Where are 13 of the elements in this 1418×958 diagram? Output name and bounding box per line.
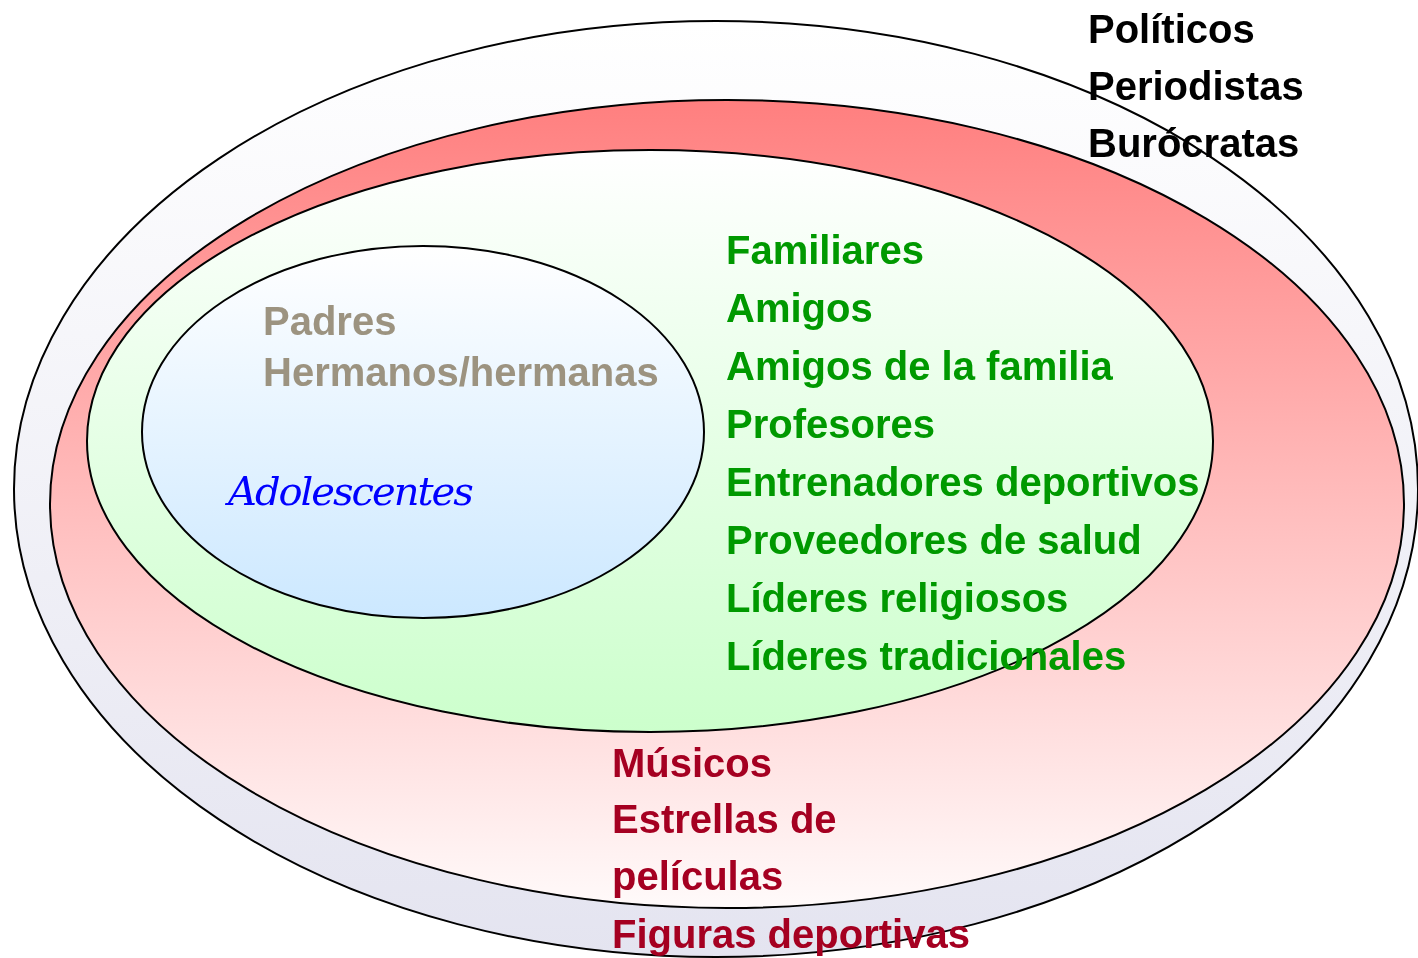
group-label: Periodistas	[1088, 63, 1304, 110]
group-label: Entrenadores deportivos	[726, 459, 1200, 506]
group-label: Estrellas de películas	[612, 796, 838, 900]
group-label: Políticos	[1088, 6, 1255, 53]
group-label: Familiares	[726, 227, 924, 274]
group-label: Músicos	[612, 740, 773, 787]
group-label: Amigos de la familia	[726, 343, 1113, 390]
group-label: Amigos	[726, 285, 873, 332]
group-label: Padres	[263, 298, 397, 345]
group-label: Líderes religiosos	[726, 575, 1069, 622]
group-label: Proveedores de salud	[726, 517, 1142, 564]
group-label: Profesores	[726, 401, 935, 448]
group-label: Hermanos/hermanas	[263, 349, 659, 396]
